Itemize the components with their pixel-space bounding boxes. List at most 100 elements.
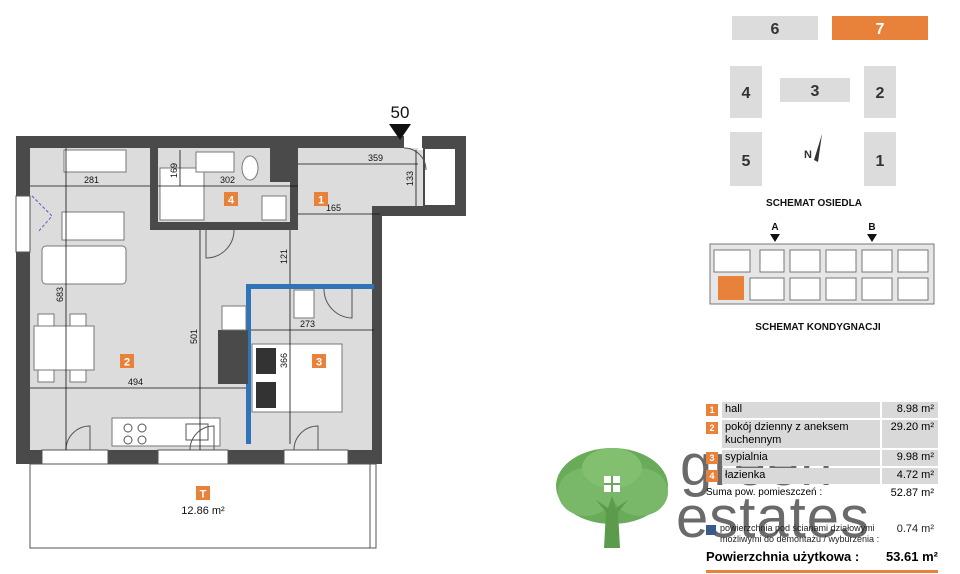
section-marker-arrow	[389, 124, 411, 140]
section-a-arrow	[770, 234, 780, 242]
bedroom-wall-west	[246, 284, 251, 444]
sofa	[41, 245, 127, 285]
door-balcony-3	[293, 425, 319, 451]
legend-total-value: 53.61 m²	[885, 549, 938, 564]
dim-121: 121	[279, 249, 289, 264]
room-badge-2	[120, 354, 134, 368]
wall-north-east	[456, 136, 466, 216]
legend-room-name: łazienka	[722, 468, 880, 484]
room-badge-4-label: 4	[228, 195, 235, 207]
legend-room-area: 29.20 m²	[882, 420, 938, 448]
legend-row: 3 sypialnia 9.98 m²	[706, 450, 938, 466]
hob-ring	[137, 423, 147, 433]
room-badge-3	[312, 354, 326, 368]
dim-273: 273	[300, 319, 315, 329]
estate-caption: SCHEMAT OSIEDLA	[766, 198, 862, 209]
bedroom-wall-north	[246, 284, 374, 289]
estate-block-2-label: 2	[876, 85, 885, 102]
door-bathroom	[205, 229, 235, 259]
estate-block-6	[732, 16, 818, 40]
bedroom-wardrobe	[293, 289, 315, 319]
estate-block-1	[864, 132, 896, 186]
legend-wall-value: 0.74 m²	[896, 523, 934, 535]
dim-366: 366	[279, 353, 289, 368]
door-balcony-1	[65, 425, 91, 451]
pillow	[256, 348, 276, 374]
legend-sum-label: Suma pow. pomieszczeń :	[706, 487, 823, 498]
hob-ring	[137, 435, 147, 445]
legend-room-area: 9.98 m²	[882, 450, 938, 466]
hob-ring	[123, 435, 133, 445]
shaft	[270, 148, 298, 182]
window-west	[15, 195, 31, 253]
estate-block-4-label: 4	[742, 85, 751, 102]
fridge	[221, 305, 247, 331]
terrace-badge-label: T	[200, 489, 207, 501]
bathroom-wall-east	[290, 180, 298, 230]
legend-room-area: 8.98 m²	[882, 402, 938, 418]
legend-sum-row: Suma pow. pomieszczeń : 52.87 m²	[706, 486, 938, 501]
legend-room-name: hall	[722, 402, 880, 418]
window-south-2	[157, 449, 229, 465]
legend-num: 3	[706, 452, 718, 464]
window-south-1	[41, 449, 109, 465]
wall-west	[16, 136, 30, 464]
toilet	[241, 155, 259, 181]
estate-block-4	[730, 66, 762, 118]
estate-schema: 6 7 4 3 2 5 1 N SCHEMAT OSIEDLA	[730, 16, 928, 209]
terrace-badge	[196, 486, 210, 500]
room-badge-2-label: 2	[124, 357, 130, 369]
floor-highlight-unit	[718, 276, 744, 300]
terrace: T 12.86 m²	[29, 463, 377, 549]
apartment-floor	[22, 142, 462, 460]
legend-total-underline	[706, 570, 938, 573]
door-entrance	[403, 147, 427, 171]
wall-swatch	[706, 525, 716, 535]
dim-133: 133	[405, 171, 415, 186]
dim-281: 281	[84, 175, 99, 185]
dimension-lines	[30, 148, 418, 450]
pillow	[256, 382, 276, 408]
legend-sum-value: 52.87 m²	[890, 487, 934, 499]
brand-logo-line2: estates	[676, 485, 870, 550]
estate-block-7-label: 7	[876, 21, 885, 38]
apartment-plan: 281 302 359 165 494 273 683 501 121 169 …	[15, 103, 466, 465]
estate-block-7	[832, 16, 928, 40]
room-badge-1	[314, 192, 328, 206]
dim-302: 302	[220, 175, 235, 185]
wall-east	[372, 206, 382, 464]
closet	[423, 147, 457, 207]
legend-row: 4 łazienka 4.72 m²	[706, 468, 938, 484]
floor-caption: SCHEMAT KONDYGNACJI	[755, 322, 881, 333]
legend-room-area: 4.72 m²	[882, 468, 938, 484]
estate-block-6-label: 6	[771, 21, 780, 38]
chair	[69, 313, 87, 327]
compass-label: N	[804, 149, 812, 161]
window-south-3	[283, 449, 349, 465]
legend-room-name: sypialnia	[722, 450, 880, 466]
floor-units	[713, 249, 929, 301]
chair	[37, 313, 55, 327]
area-legend: 1 hall 8.98 m² 2 pokój dzienny z aneksem…	[706, 402, 938, 573]
legend-row: 1 hall 8.98 m²	[706, 402, 938, 418]
chair	[69, 369, 87, 383]
sink	[185, 423, 209, 441]
legend-total-label: Powierzchnia użytkowa :	[706, 549, 860, 564]
tv-cabinet	[61, 211, 125, 241]
legend-wall-note: powierzchnia pod ścianami działowymi moż…	[720, 523, 880, 544]
legend-wall-row: powierzchnia pod ścianami działowymi moż…	[706, 523, 938, 545]
washbasin	[195, 151, 235, 173]
legend-total-row: Powierzchnia użytkowa : 53.61 m²	[706, 549, 938, 564]
dim-683: 683	[55, 287, 65, 302]
hob-ring	[123, 423, 133, 433]
room-badge-3-label: 3	[316, 357, 322, 369]
bathroom-wall-west	[150, 148, 158, 228]
wall-north	[16, 136, 464, 148]
estate-block-3-label: 3	[811, 83, 820, 100]
legend-row: 2 pokój dzienny z aneksem kuchennym 29.2…	[706, 420, 938, 448]
dim-165: 165	[326, 203, 341, 213]
section-a-label: A	[771, 222, 778, 233]
bathroom-wall-south	[150, 222, 298, 230]
terrace-area	[29, 463, 377, 549]
